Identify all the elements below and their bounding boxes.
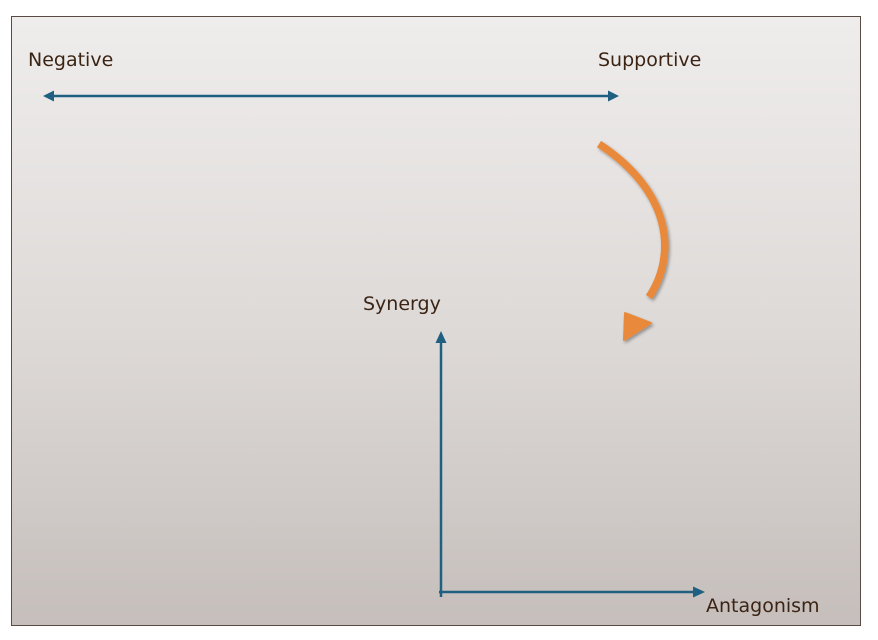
left-arrowhead — [43, 90, 54, 102]
synergy-arrowhead — [435, 331, 447, 343]
negative-supportive-axis — [43, 90, 619, 102]
diagram-canvas: Negative Supportive Synergy Antagonism — [11, 16, 861, 626]
antagonism-label: Antagonism — [706, 595, 820, 617]
synergy-antagonism-axes — [435, 331, 705, 598]
transition-arrow — [596, 140, 669, 341]
antagonism-arrowhead — [693, 586, 705, 598]
transition-arrowhead — [623, 312, 652, 341]
right-arrowhead — [608, 90, 619, 102]
synergy-label: Synergy — [363, 293, 441, 315]
negative-label: Negative — [28, 49, 114, 71]
diagram-graphics — [43, 90, 705, 598]
supportive-label: Supportive — [598, 49, 702, 71]
